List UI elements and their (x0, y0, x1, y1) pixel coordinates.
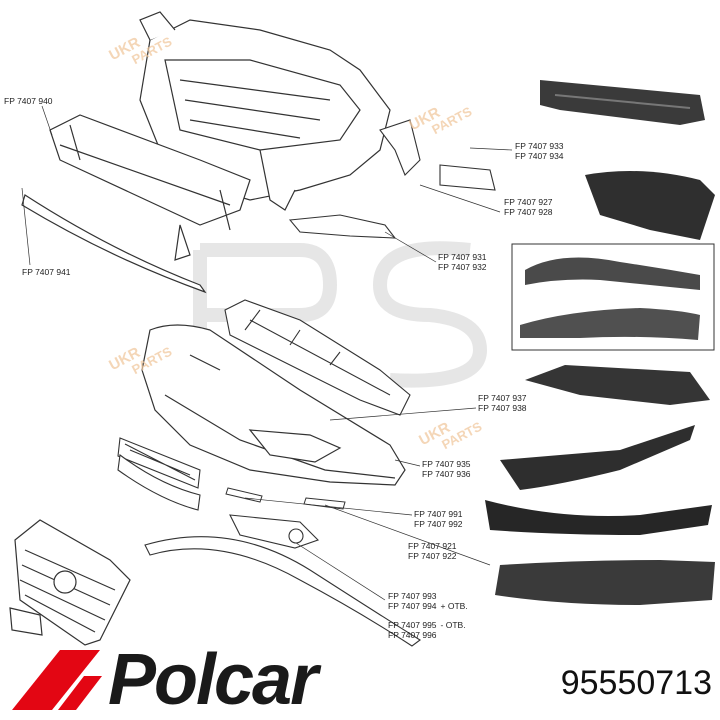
label-fp-7407-940: FP 7407 940 (4, 96, 53, 106)
fog-grille (229, 514, 320, 549)
label-fp-7407-993: FP 7407 993 FP 7407 994+ OTB. (388, 591, 468, 611)
polcar-logo-mark (12, 650, 102, 710)
leader-lines (21, 105, 513, 601)
radiator-support (139, 11, 391, 211)
bumper-cover (141, 324, 406, 486)
part-number: 95550713 (560, 664, 712, 702)
spoiler-lip (144, 536, 421, 647)
front-grille (9, 519, 131, 646)
brand-name: Polcar (108, 640, 318, 720)
photo-parts (485, 80, 715, 605)
bumper-absorber (224, 299, 411, 416)
impact-bar (49, 114, 251, 261)
center-bracket (288, 119, 496, 239)
lower-grille (117, 437, 201, 511)
absorber-strip (21, 194, 207, 294)
label-fp-7407-995: FP 7407 995- OTB. FP 7407 996 (388, 620, 466, 640)
label-fp-7407-941: FP 7407 941 (22, 267, 71, 277)
